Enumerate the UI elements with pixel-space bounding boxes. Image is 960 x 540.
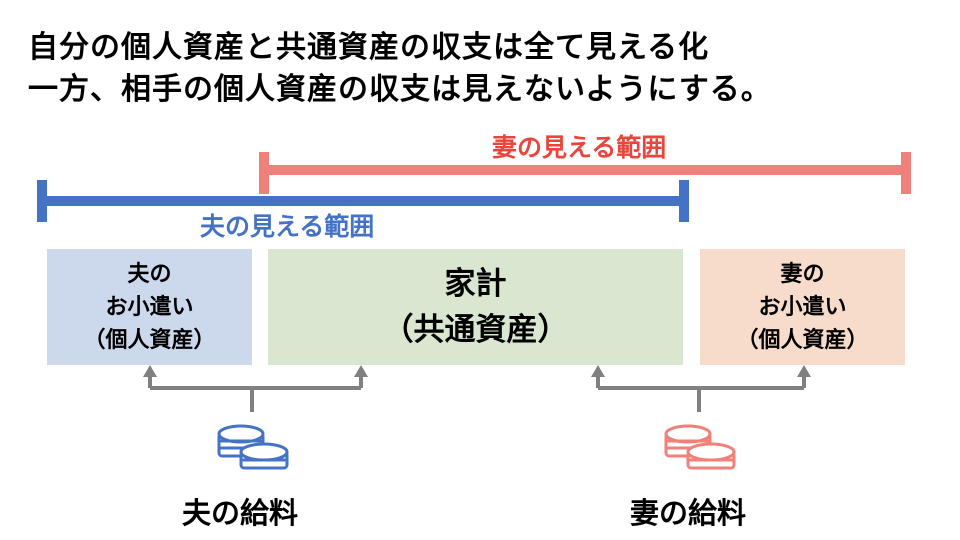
husband-salary-label: 夫の給料 <box>182 496 299 530</box>
husband-salary-arrows <box>148 372 363 412</box>
husband-visible-range-label: 夫の見える範囲 <box>200 212 375 241</box>
household-box: 家計 （共通資産） <box>268 249 683 365</box>
husband-range-bracket <box>37 180 689 222</box>
box-line: 夫の <box>127 261 172 287</box>
wife-allowance-box: 妻の お小遣い （個人資産） <box>700 249 905 365</box>
arrow-up-icon <box>143 365 157 377</box>
arrow-up-icon <box>797 365 811 377</box>
box-line: 妻の <box>780 261 825 287</box>
headline-line-1: 自分の個人資産と共通資産の収支は全て見える化 <box>28 30 710 65</box>
box-line: （共通資産） <box>382 312 569 348</box>
headline-line-2: 一方、相手の個人資産の収支は見えないようにする。 <box>28 72 772 107</box>
box-line: お小遣い <box>105 294 194 320</box>
wife-range-bracket <box>259 152 911 194</box>
coin-stack-icon <box>217 424 289 470</box>
arrow-up-icon <box>354 365 368 377</box>
box-line: 家計 <box>444 266 507 302</box>
box-line: （個人資産） <box>736 327 869 353</box>
wife-salary-label: 妻の給料 <box>630 496 747 530</box>
wife-visible-range-label: 妻の見える範囲 <box>492 133 667 162</box>
wife-salary-arrows <box>596 372 806 412</box>
box-line: お小遣い <box>758 294 847 320</box>
husband-allowance-box: 夫の お小遣い （個人資産） <box>47 249 252 365</box>
arrow-up-icon <box>591 365 605 377</box>
coin-stack-icon <box>664 424 736 470</box>
box-line: （個人資産） <box>83 327 216 353</box>
